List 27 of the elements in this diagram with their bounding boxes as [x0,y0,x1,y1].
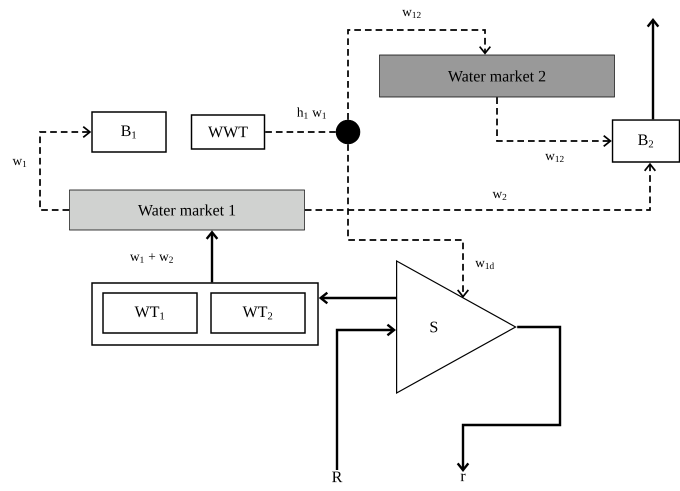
terminal-label: R [332,472,342,482]
edge-label: w$_{1}$ + w$_{2}$ [130,253,173,263]
arrow [496,97,612,147]
terminal-label: r [460,474,466,482]
edge-label: w$_{1d}$ [475,260,494,270]
arrow [347,144,470,298]
edge-label: w$_{12}$ [402,10,421,18]
market-box: Water market 1 [69,190,305,230]
arrow [456,326,562,472]
arrow [39,126,92,211]
arrow [347,29,492,120]
process-box: B$_{2}$ [612,119,680,163]
process-box: B$_{1}$ [91,111,167,153]
edge-label: w$_{1}$ [12,158,26,168]
process-box: WT$_{1}$ [102,292,198,334]
market-box: Water market 2 [379,54,615,98]
edge-label: w$_{12}$ [545,154,564,162]
arrow [646,18,660,120]
process-box: WWT [190,114,266,150]
process-box: WT$_{2}$ [210,292,306,334]
edge-label: h$_{1}$ w$_{1}$ [296,107,326,119]
arrow [304,162,656,211]
edge-label: w$_{2}$ [492,192,506,200]
arrow [206,230,218,282]
arrow [336,324,396,470]
junction-dot [336,120,360,144]
arrow [318,292,396,304]
